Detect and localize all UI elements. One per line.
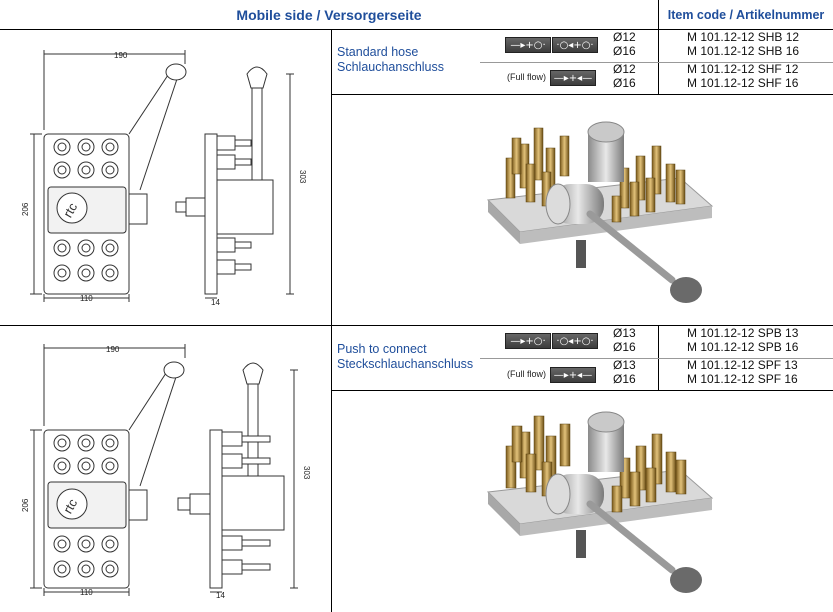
flow-symbol-icon: —▸+◂— [550, 70, 596, 86]
row1-size-2: Ø16 [613, 44, 636, 58]
row2-dim-width: 190 [106, 345, 120, 354]
flow-symbol-icon: —▸+○· [505, 333, 551, 349]
row1-desc-de: Schlauchanschluss [337, 60, 445, 74]
flow-symbol-icon: —▸+◂— [550, 367, 596, 383]
row1-dim-height: 206 [21, 202, 30, 216]
row2-size-1: Ø13 [613, 326, 636, 340]
row1-spec-bottom [331, 94, 833, 95]
row1-code-3: M 101.12-12 SHF 12 [687, 62, 799, 76]
row2-spec-bottom [331, 390, 833, 391]
row2-dim-small: 14 [216, 591, 225, 600]
row2-code-3: M 101.12-12 SPF 13 [687, 358, 798, 372]
header-left-title: Mobile side / Versorgerseite [0, 0, 659, 30]
coupling-symbol-icon: ·○◂+○· [552, 333, 598, 349]
row1-dim-small: 14 [211, 298, 220, 307]
row1-variant-divider [480, 62, 833, 63]
row2-code-4: M 101.12-12 SPF 16 [687, 372, 798, 386]
column-divider [331, 29, 332, 612]
header-right-title: Item code / Artikelnummer [659, 0, 833, 30]
flow-symbol-icon: —▸+○· [505, 37, 551, 53]
row1-size-3: Ø12 [613, 62, 636, 76]
row2-code-2: M 101.12-12 SPB 16 [687, 340, 799, 354]
row2-size-3: Ø13 [613, 358, 636, 372]
row1-code-1: M 101.12-12 SHB 12 [687, 30, 800, 44]
row1-dim-width: 190 [114, 51, 128, 60]
row2-technical-drawing: 190 206 303 110 14 rtc [21, 344, 311, 600]
row2-dim-bottom: 110 [80, 588, 93, 597]
row2-size-4: Ø16 [613, 372, 636, 386]
code-divider-2 [658, 325, 659, 390]
row1-desc-en: Standard hose [337, 45, 419, 59]
row1-technical-drawing: 190 206 303 110 14 rtc [21, 50, 307, 307]
row1-product-photo [486, 121, 714, 303]
coupling-symbol-icon: ·○◂+○· [552, 37, 598, 53]
row2-desc-en: Push to connect [337, 342, 427, 356]
row2-fullflow-label: (Full flow) [507, 369, 547, 379]
row1-code-2: M 101.12-12 SHB 16 [687, 44, 800, 58]
row2-dim-height: 206 [21, 498, 30, 512]
row1-dim-bottom: 110 [80, 294, 93, 303]
row1-size-4: Ø16 [613, 76, 636, 90]
code-divider-1 [658, 29, 659, 94]
row1-size-1: Ø12 [613, 30, 636, 44]
row2-product-photo [486, 411, 714, 593]
row1-dim-depth: 303 [298, 170, 307, 184]
row2-variant-divider [480, 358, 833, 359]
row1-description: Standard hose Schlauchanschluss [337, 45, 444, 75]
row2-description: Push to connect Steckschlauchanschluss [337, 342, 473, 372]
row2-dim-depth: 303 [302, 466, 311, 480]
row2-size-2: Ø16 [613, 340, 636, 354]
row1-code-4: M 101.12-12 SHF 16 [687, 76, 799, 90]
row1-fullflow-label: (Full flow) [507, 72, 547, 82]
row2-desc-de: Steckschlauchanschluss [337, 357, 474, 371]
row2-code-1: M 101.12-12 SPB 13 [687, 326, 799, 340]
row-divider [0, 325, 833, 326]
